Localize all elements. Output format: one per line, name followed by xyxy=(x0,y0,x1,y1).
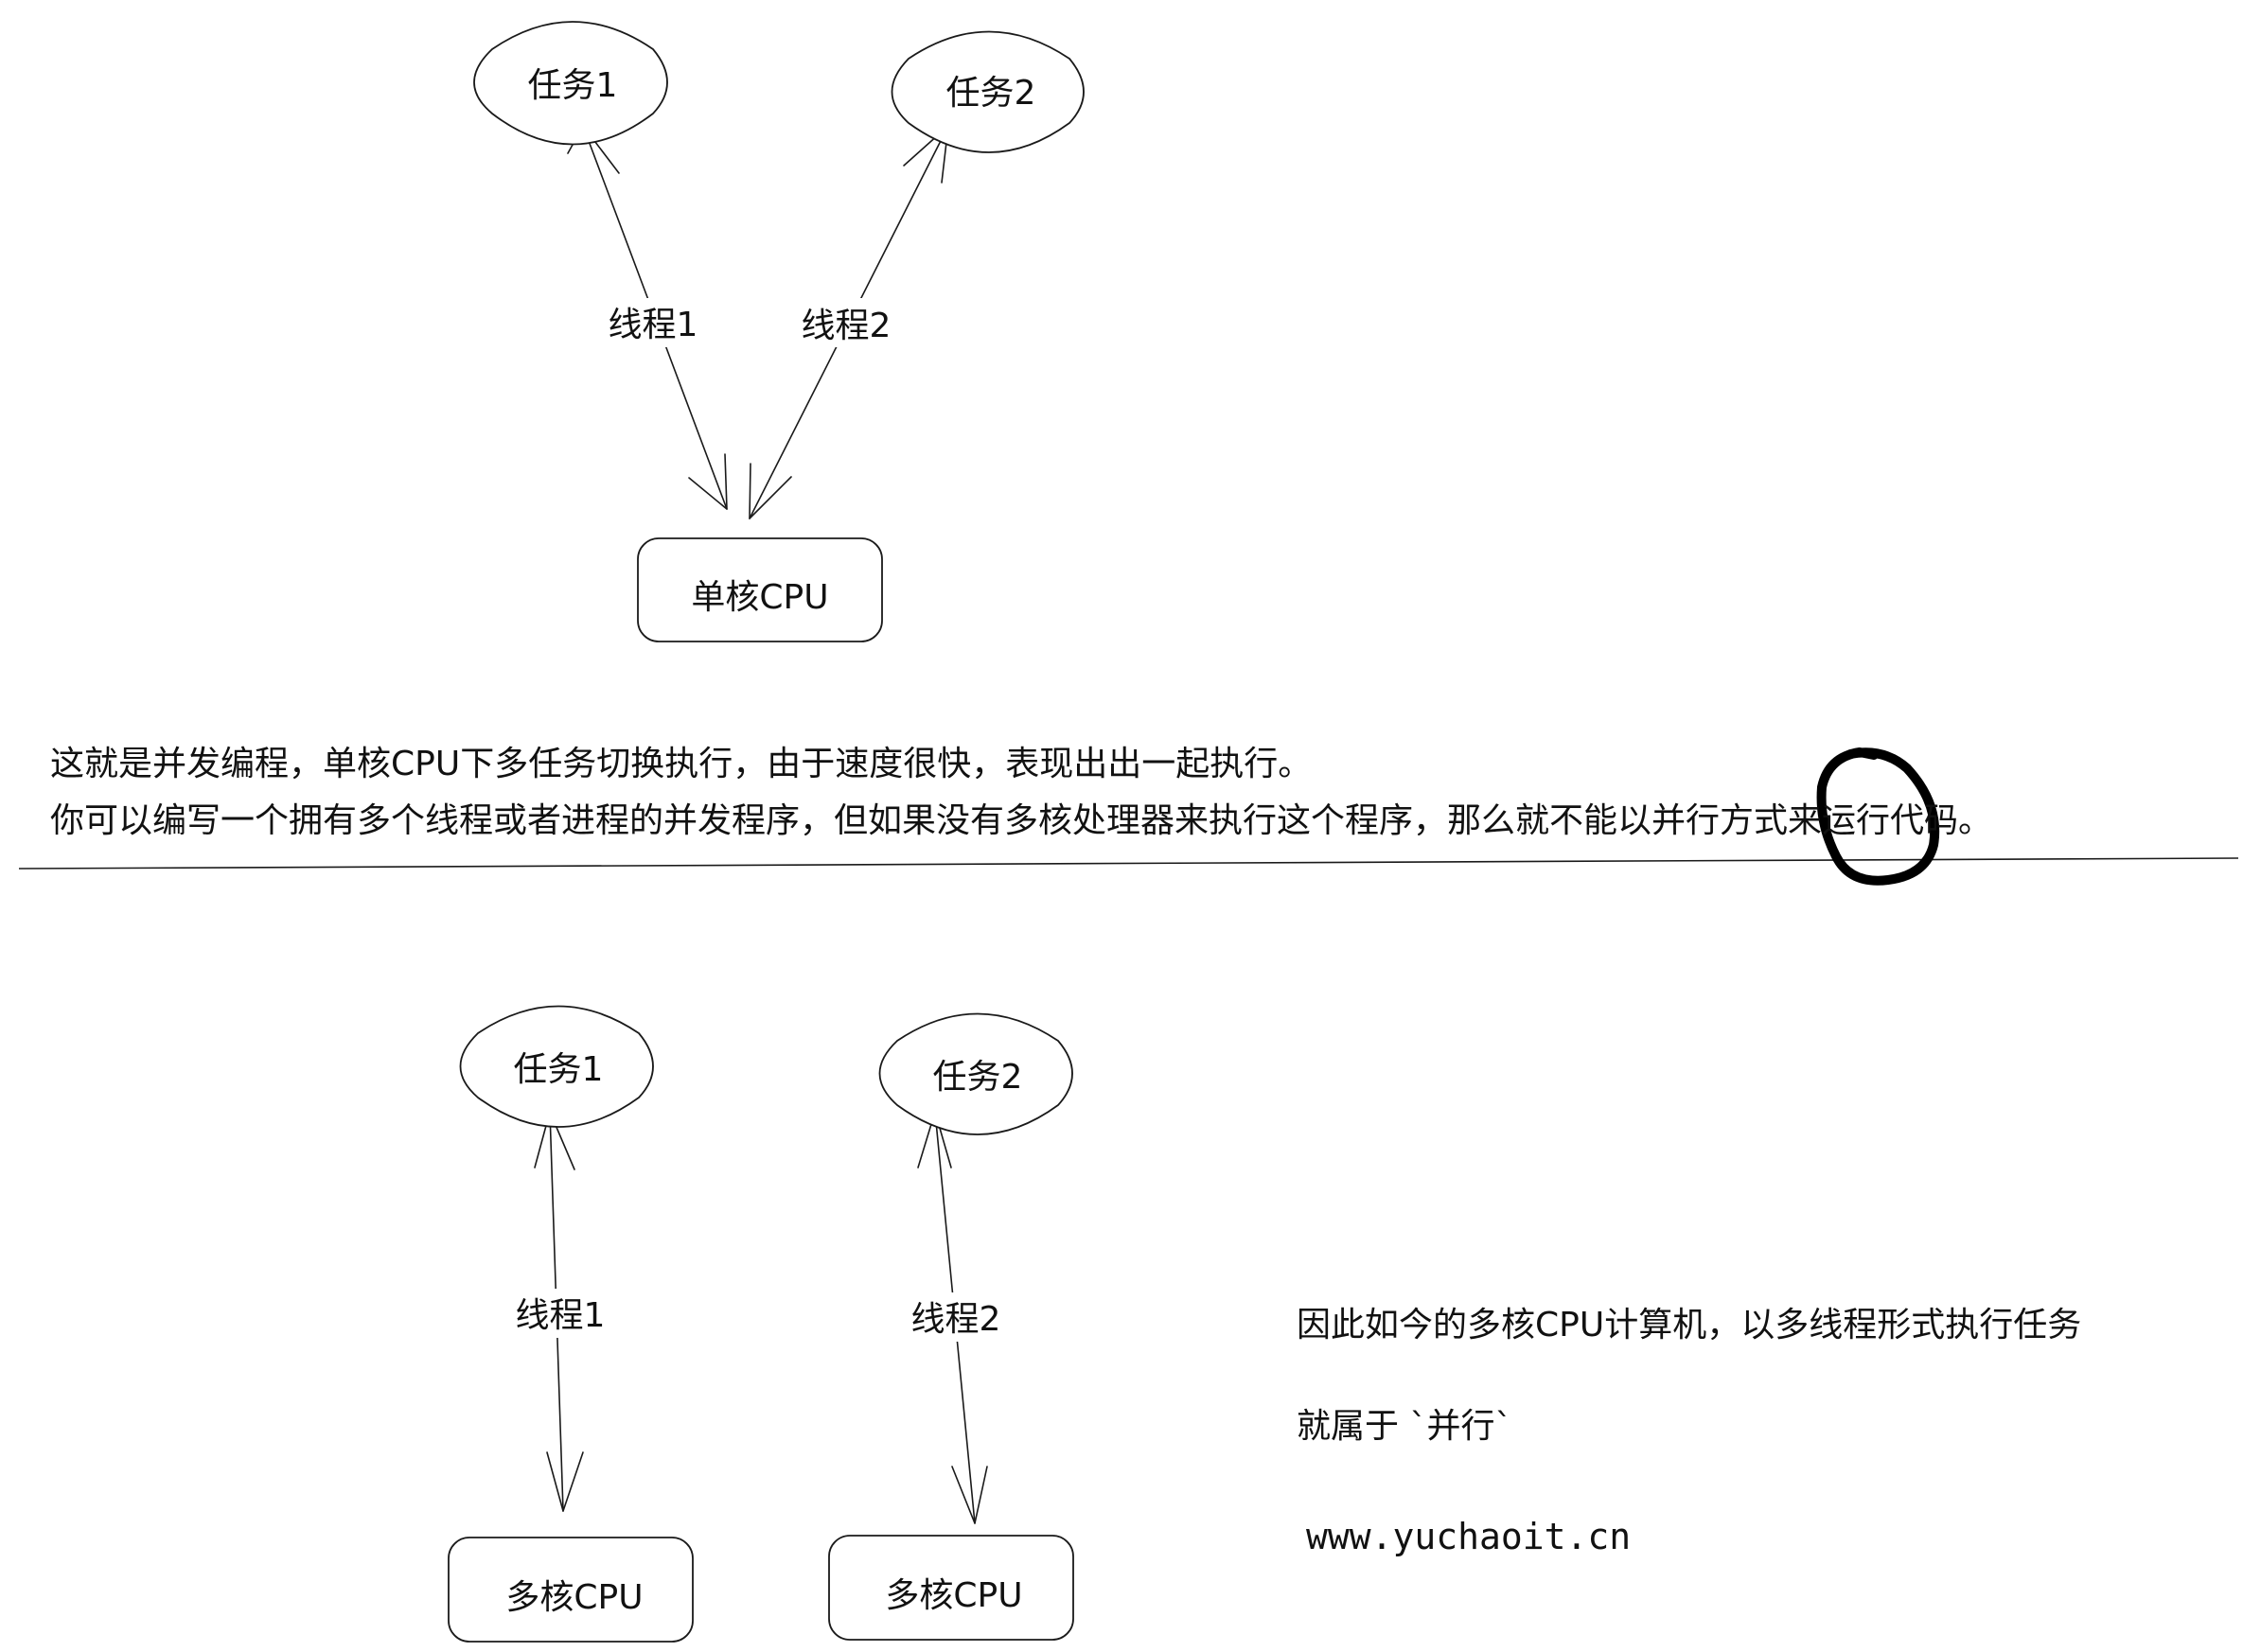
task1-label-bottom: 任务1 xyxy=(514,1050,604,1089)
explanation-line-1: 这就是并发编程，单核CPU下多任务切换执行，由于速度很快，表现出出一起执行。 xyxy=(50,745,1313,783)
thread1-label-top: 线程1 xyxy=(609,306,698,344)
hand-drawn-circle xyxy=(1816,747,1940,886)
task2-label-top: 任务2 xyxy=(946,74,1036,113)
bottom-diagram: 任务1 任务2 线程1 线程2 多核CPU 多核CPU xyxy=(448,1005,1074,1643)
multi-core-cpu-label-1: 多核CPU xyxy=(505,1578,643,1617)
multi-core-cpu-label-2: 多核CPU xyxy=(885,1576,1022,1615)
task2-label-bottom: 任务2 xyxy=(933,1058,1023,1097)
explanation-line-2: 你可以编写一个拥有多个线程或者进程的并发程序，但如果没有多核处理器来执行这个程序… xyxy=(50,801,1993,840)
multi-core-cpu-node-2: 多核CPU xyxy=(828,1535,1074,1641)
top-diagram: 任务1 任务2 线程1 线程2 单核CPU xyxy=(473,21,1085,642)
thread1-label-bottom: 线程1 xyxy=(516,1296,606,1335)
single-core-cpu-label: 单核CPU xyxy=(691,578,828,617)
note-line-2: 就属于 `并行` xyxy=(1297,1407,1512,1446)
section-divider xyxy=(18,857,2239,870)
task2-node-top: 任务2 xyxy=(891,30,1085,153)
single-core-cpu-node: 单核CPU xyxy=(637,537,883,642)
task1-node-top: 任务1 xyxy=(473,21,668,146)
task1-label-top: 任务1 xyxy=(528,66,618,105)
note-line-1: 因此如今的多核CPU计算机，以多线程形式执行任务 xyxy=(1297,1306,2082,1344)
task1-node-bottom: 任务1 xyxy=(459,1005,654,1128)
task2-node-bottom: 任务2 xyxy=(878,1012,1073,1135)
multi-core-cpu-node-1: 多核CPU xyxy=(448,1537,694,1643)
thread2-label-top: 线程2 xyxy=(802,307,892,345)
thread2-label-bottom: 线程2 xyxy=(911,1300,1001,1339)
site-url: www.yuchaoit.cn xyxy=(1306,1516,1632,1557)
